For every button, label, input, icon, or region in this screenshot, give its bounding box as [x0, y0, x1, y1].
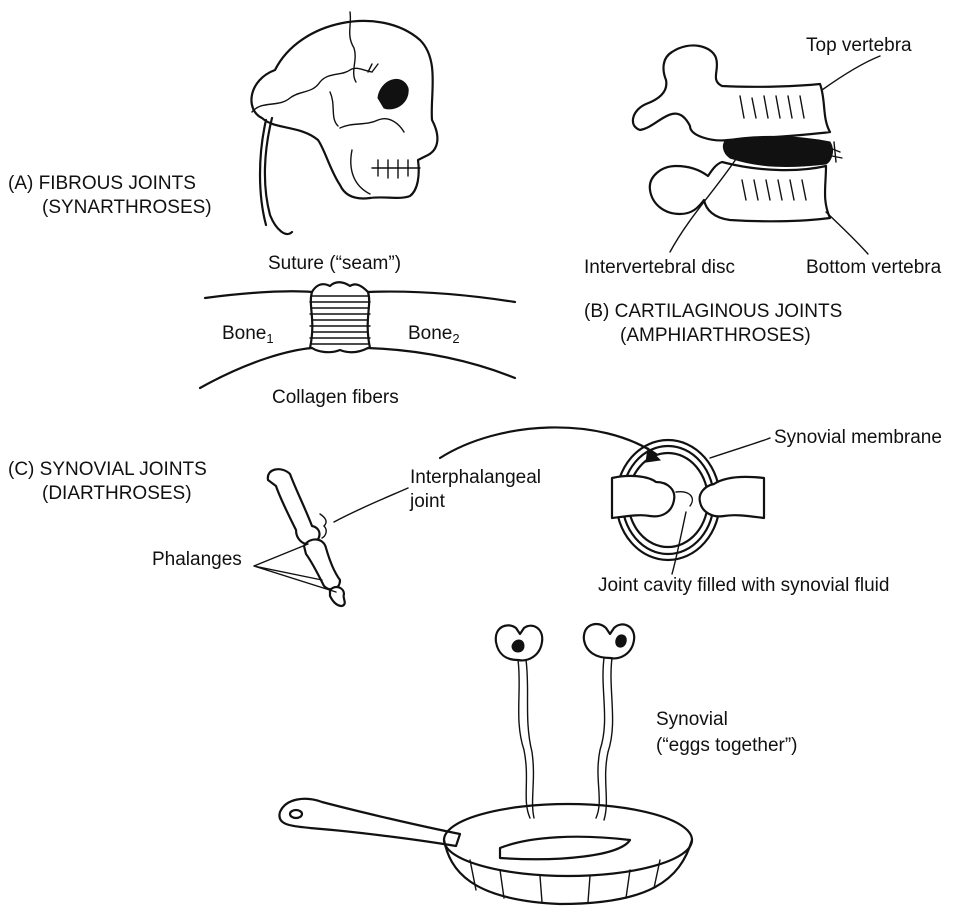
- phalanges-label: Phalanges: [152, 548, 242, 572]
- suture-label: Suture (“seam”): [268, 252, 401, 276]
- bone1-subscript: 1: [266, 331, 273, 346]
- bone1-label: Bone1: [222, 322, 274, 351]
- synovial-joint-illustration: [440, 427, 770, 574]
- fibrous-title: (A) FIBROUS JOINTS: [8, 172, 196, 196]
- eggs-and-pan-illustration: [279, 624, 692, 904]
- interphalangeal-label: Interphalangeal: [410, 466, 541, 490]
- bone2-label: Bone2: [408, 322, 460, 351]
- vertebrae-illustration: [633, 45, 880, 254]
- bottom-vertebra-label: Bottom vertebra: [806, 256, 941, 280]
- cartilaginous-title: (B) CARTILAGINOUS JOINTS: [584, 300, 842, 324]
- cartilaginous-subtitle: (AMPHIARTHROSES): [620, 324, 811, 348]
- eggs-together-label: (“eggs together”): [656, 734, 798, 758]
- synovial-title: (C) SYNOVIAL JOINTS: [8, 458, 207, 482]
- interphalangeal-joint-label: joint: [410, 490, 445, 514]
- bone2-text: Bone: [408, 323, 452, 344]
- bone2-subscript: 2: [452, 331, 459, 346]
- fibrous-subtitle: (SYNARTHROSES): [42, 196, 212, 220]
- top-vertebra-label: Top vertebra: [806, 34, 912, 58]
- intervertebral-disc-label: Intervertebral disc: [584, 256, 735, 280]
- synovial-membrane-label: Synovial membrane: [774, 426, 942, 450]
- joint-cavity-label: Joint cavity filled with synovial fluid: [598, 574, 889, 598]
- skull-illustration: [251, 12, 437, 234]
- collagen-label: Collagen fibers: [272, 386, 399, 410]
- phalanges-illustration: [254, 469, 408, 606]
- bone1-text: Bone: [222, 323, 266, 344]
- synovial-word-label: Synovial: [656, 708, 728, 732]
- synovial-subtitle: (DIARTHROSES): [42, 482, 192, 506]
